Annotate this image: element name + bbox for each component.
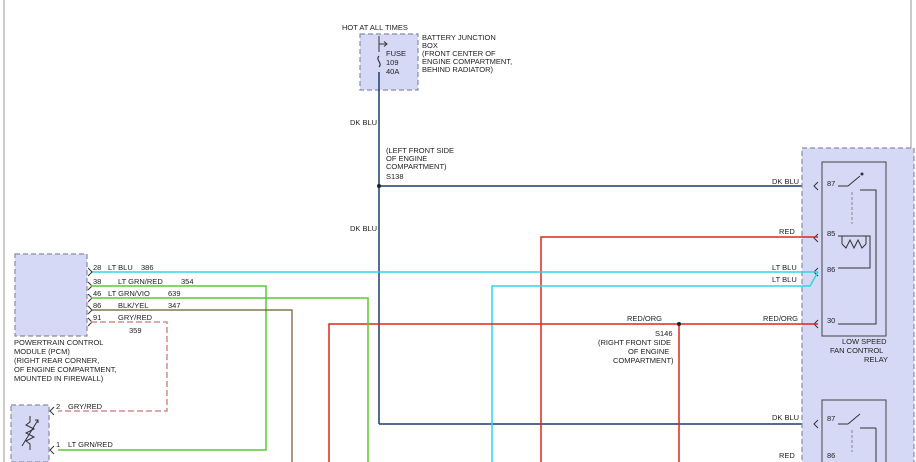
pcm-pin-number: 91: [93, 313, 101, 322]
pcm-pin-color: BLK/YEL: [118, 301, 148, 310]
wire-label-s146-in: RED/ORG: [627, 314, 662, 323]
connector-chevron-icon: [87, 267, 93, 277]
wire-label-relay-87: DK BLU: [772, 177, 799, 186]
relay-switch-arm: [847, 175, 861, 187]
s138-label-line: OF ENGINE: [386, 154, 427, 163]
sensor-pin-color: GRY/RED: [68, 402, 103, 411]
fuse-label-line: 109: [386, 58, 399, 67]
pcm-pin-number: 86: [93, 301, 101, 310]
pcm-pin-number: 46: [93, 289, 101, 298]
wire-label-relay2-87: DK BLU: [772, 413, 799, 422]
s146-label-line: OF ENGINE: [628, 347, 669, 356]
battery-junction-box: [359, 33, 419, 91]
wire-lt-grn-vio-639: [91, 297, 369, 462]
hot-at-all-times-label: HOT AT ALL TIMES: [342, 23, 408, 32]
junction-box-label-line: BEHIND RADIATOR): [422, 65, 493, 74]
pcm-pin-number: 28: [93, 263, 101, 272]
relay2-pin-86: 86: [827, 451, 835, 460]
wire-label-dk-blu-lower: DK BLU: [350, 224, 377, 233]
relay-pin-30: 30: [827, 316, 835, 325]
wire-label-relay-86b: LT BLU: [772, 275, 797, 284]
pcm-pin-color: LT GRN/RED: [118, 277, 163, 286]
pcm-pin-color: LT BLU: [108, 263, 133, 272]
pcm-label-line: OF ENGINE COMPARTMENT,: [14, 365, 117, 374]
relay-pin-87: 87: [827, 179, 835, 188]
wire-lt-blu-relay-86b: [491, 271, 819, 462]
relay-label-line: FAN CONTROL: [830, 346, 883, 355]
pcm-pin-circuit: 354: [181, 277, 194, 286]
relay-label-line: RELAY: [864, 355, 888, 364]
sensor-pin-color: LT GRN/RED: [68, 440, 113, 449]
fuse-label-line: 40A: [386, 67, 399, 76]
relay2-pin-87: 87: [827, 414, 835, 423]
pcm-box: [14, 253, 88, 337]
wire-blk-yel-347: [91, 309, 293, 462]
junction-box-label-line: (FRONT CENTER OF: [422, 49, 496, 58]
connector-chevron-icon: [813, 419, 819, 429]
connector-chevron-icon: [813, 181, 819, 191]
sensor-pin-number: 1: [56, 440, 60, 449]
junction-box-label-line: BATTERY JUNCTION: [422, 33, 496, 42]
pcm-pin-circuit: 386: [141, 263, 154, 272]
connector-chevron-icon: [813, 233, 819, 243]
pcm-label-line: MODULE (PCM): [14, 347, 70, 356]
pcm-pin-number: 38: [93, 277, 101, 286]
pcm-pin-circuit: 347: [168, 301, 181, 310]
fuse-icon: [377, 55, 381, 68]
sensor-pin-number: 2: [56, 402, 60, 411]
wire-red-relay-85: [540, 236, 818, 462]
s138-label-line: S138: [386, 172, 404, 181]
pcm-pin-color: GRY/RED: [118, 313, 153, 322]
wire-label-relay-85: RED: [779, 227, 795, 236]
relay-label-line: LOW SPEED: [842, 337, 887, 346]
pcm-label-line: MOUNTED IN FIREWALL): [14, 374, 104, 383]
variable-resistor-arrow-icon: [21, 419, 39, 447]
relay-coil-circuit: [838, 235, 871, 269]
s138-label-line: (LEFT FRONT SIDE: [386, 146, 454, 155]
pcm-pin-circuit: 359: [129, 326, 142, 335]
s146-label-line: COMPARTMENT): [613, 356, 674, 365]
wire-label-relay-86a: LT BLU: [772, 263, 797, 272]
connector-chevron-icon: [49, 406, 55, 416]
pcm-label-line: (RIGHT REAR CORNER,: [14, 356, 99, 365]
splice-s138-dot: [377, 184, 381, 188]
relay-coil-icon: [841, 238, 867, 250]
pcm-pin-color: LT GRN/VIO: [108, 289, 150, 298]
pcm-label-line: POWERTRAIN CONTROL: [14, 338, 103, 347]
thermistor-icon: [24, 416, 36, 450]
s146-label-line: S146: [655, 329, 673, 338]
relay-pin-85: 85: [827, 229, 835, 238]
junction-box-label-line: BOX: [422, 41, 438, 50]
wire-label-relay-30: RED/ORG: [763, 314, 798, 323]
junction-box-label-line: ENGINE COMPARTMENT,: [422, 57, 512, 66]
relay-pin-86: 86: [827, 265, 835, 274]
pcm-pin-circuit: 639: [168, 289, 181, 298]
s146-label-line: (RIGHT FRONT SIDE: [598, 338, 671, 347]
second-fan-relay: [821, 399, 887, 462]
wire-lt-grn-red-354: [58, 285, 267, 451]
relay-30-path: [838, 189, 877, 325]
connector-chevron-icon: [49, 445, 55, 455]
fuse-label-line: FUSE: [386, 49, 406, 58]
relay2-switch-arm: [847, 413, 861, 425]
fuse-arrow-icon: [379, 41, 388, 47]
wire-red-org-relay-30: [328, 323, 818, 462]
wire-gry-red-359: [58, 321, 168, 412]
wire-label-relay2-86: RED: [779, 451, 795, 460]
s138-label-line: COMPARTMENT): [386, 162, 447, 171]
wire-label-dk-blu-upper: DK BLU: [350, 118, 377, 127]
splice-s146-dot: [677, 322, 681, 326]
relay-switch-pivot: [860, 172, 864, 176]
